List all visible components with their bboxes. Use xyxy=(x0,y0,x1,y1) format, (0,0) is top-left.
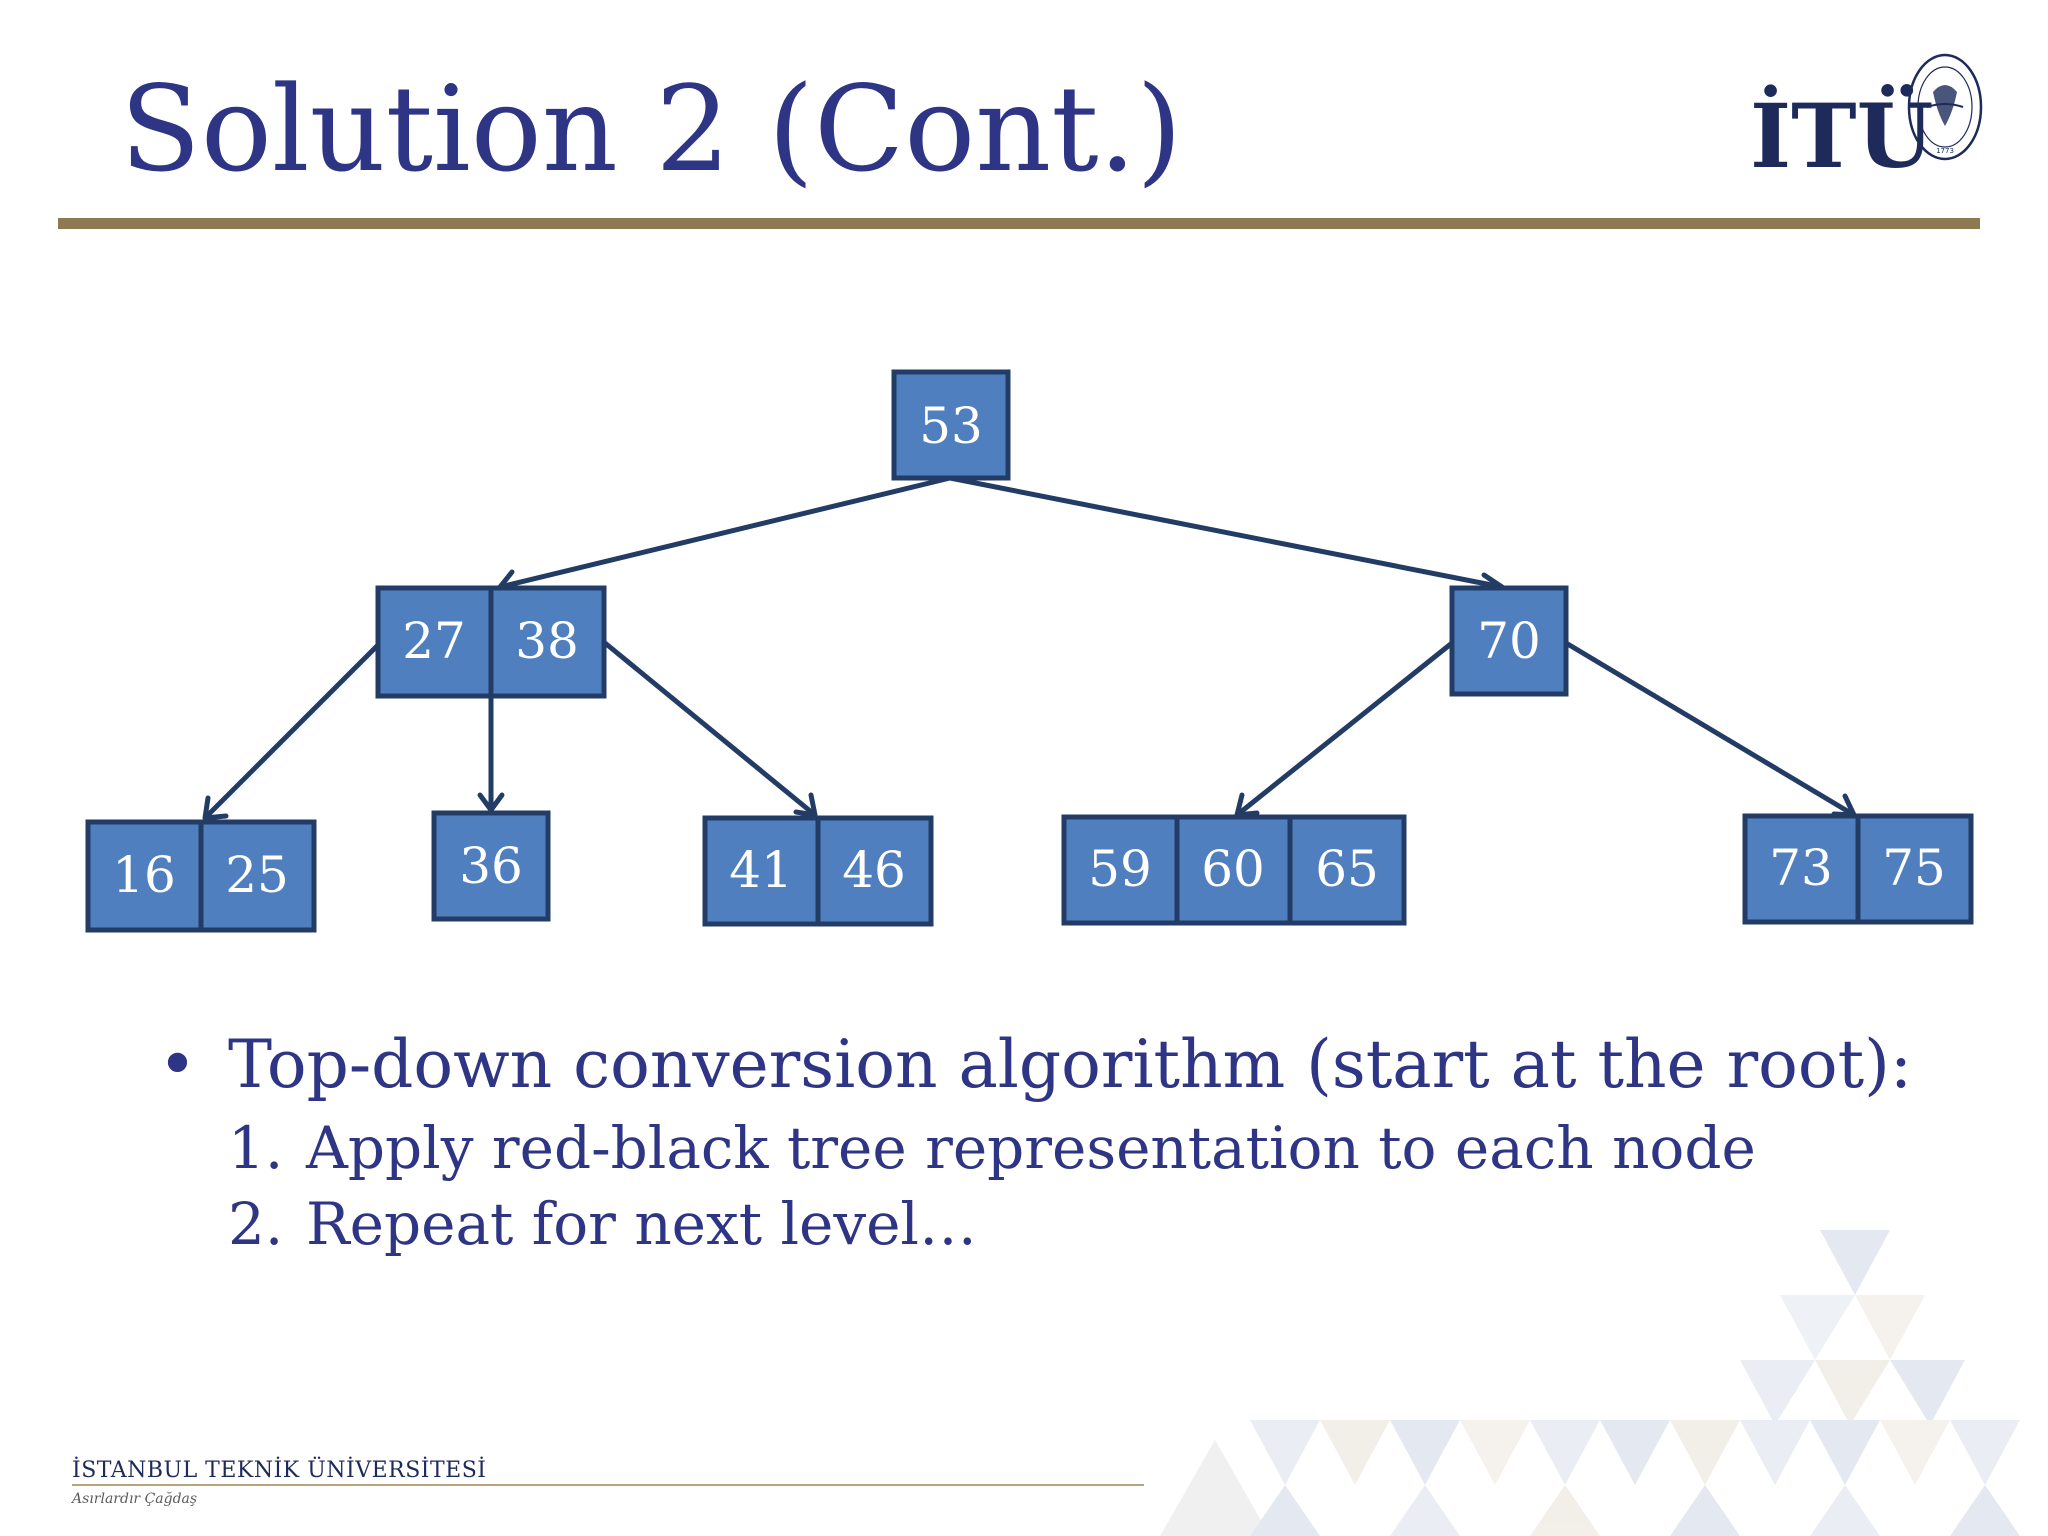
bullet-point: • Top-down conversion algorithm (start at… xyxy=(158,1025,1912,1104)
bullet-text: Top-down conversion algorithm (start at … xyxy=(228,1026,1913,1103)
step-text: Apply red-black tree representation to e… xyxy=(306,1114,1756,1182)
step-item: 1. Apply red-black tree representation to… xyxy=(228,1110,1756,1186)
tree-node-36: 36 xyxy=(431,810,551,922)
university-seal-icon: 1773 xyxy=(1907,53,1983,161)
seal-year: 1773 xyxy=(1936,147,1954,155)
logo-wordmark: İTÜ xyxy=(1750,84,1934,188)
step-number: 1. xyxy=(228,1114,284,1182)
tree-node-16-25: 16 25 xyxy=(85,819,317,933)
node-key: 60 xyxy=(1201,840,1265,898)
edge-root-left xyxy=(499,475,951,590)
edge-left-leaf3 xyxy=(603,641,817,817)
tree-node-41-46: 41 46 xyxy=(702,815,934,927)
node-key: 16 xyxy=(112,846,176,904)
tree-node-root: 53 xyxy=(891,369,1011,481)
step-number: 2. xyxy=(228,1190,284,1258)
node-key: 41 xyxy=(729,841,793,899)
bullet-icon: • xyxy=(158,1026,197,1103)
edge-right-leaf4 xyxy=(1235,641,1454,817)
footer-motto: Asırlardır Çağdaş xyxy=(72,1491,198,1507)
node-key: 38 xyxy=(515,612,579,670)
step-text: Repeat for next level… xyxy=(306,1190,977,1258)
tree-node-59-60-65: 59 60 65 xyxy=(1061,814,1407,926)
footer-rule xyxy=(72,1484,1144,1486)
node-key: 75 xyxy=(1882,839,1946,897)
title-rule xyxy=(58,218,1980,229)
node-key: 70 xyxy=(1477,612,1541,670)
footer: İSTANBUL TEKNİK ÜNİVERSİTESİ xyxy=(72,1458,486,1483)
numbered-steps: 1. Apply red-black tree representation to… xyxy=(228,1110,1756,1262)
edge-right-leaf5 xyxy=(1564,640,1856,818)
node-key: 65 xyxy=(1315,840,1379,898)
node-key: 53 xyxy=(919,397,983,455)
itu-logo: İTÜ 1773 xyxy=(1750,52,1990,182)
node-key: 25 xyxy=(225,846,289,904)
node-key: 59 xyxy=(1088,840,1152,898)
node-key: 46 xyxy=(842,841,906,899)
node-key: 27 xyxy=(402,612,466,670)
footer-university-name: İSTANBUL TEKNİK ÜNİVERSİTESİ xyxy=(72,1458,487,1483)
slide-title: Solution 2 (Cont.) xyxy=(120,60,1183,198)
node-key: 73 xyxy=(1769,839,1833,897)
edge-left-leaf1 xyxy=(203,641,382,820)
node-key: 36 xyxy=(459,837,523,895)
tree-node-70: 70 xyxy=(1449,585,1569,697)
tree-node-73-75: 73 75 xyxy=(1742,813,1974,925)
edge-root-right xyxy=(949,475,1503,590)
step-item: 2. Repeat for next level… xyxy=(228,1186,1756,1262)
tree-node-27-38: 27 38 xyxy=(375,585,607,699)
